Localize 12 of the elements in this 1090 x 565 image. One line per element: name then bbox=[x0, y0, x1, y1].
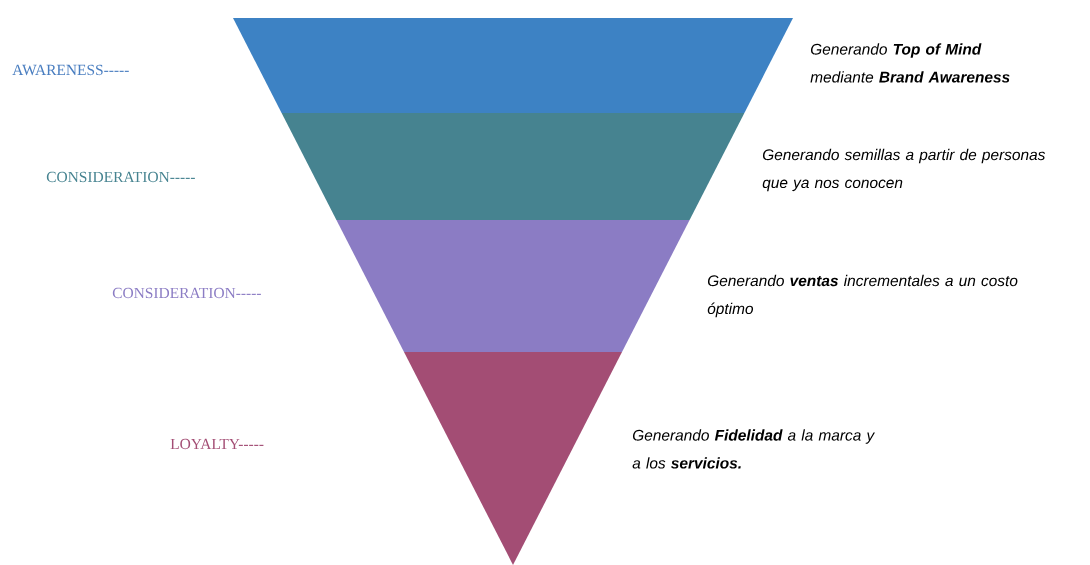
description-text: Generando ventas incrementales a un costo óptimo bbox=[707, 274, 1018, 318]
funnel-band bbox=[281, 113, 745, 220]
description-text: Generando Top of Mind mediante Brand Awareness bbox=[810, 43, 1010, 83]
description-text: Generando Fidelidad a la marca y a los servicios. bbox=[632, 429, 875, 469]
description-text: Generando semillas a partir de personas que ya nos conocen bbox=[762, 148, 1046, 192]
funnel-band bbox=[233, 18, 793, 113]
funnel-band bbox=[336, 220, 690, 352]
stage-label: CONSIDERATION----- bbox=[46, 171, 195, 183]
stage-label: CONSIDERATION----- bbox=[112, 287, 261, 299]
stage-label: LOYALTY----- bbox=[170, 438, 264, 450]
stage-label: AWARENESS----- bbox=[12, 64, 129, 76]
funnel-band bbox=[404, 352, 622, 565]
